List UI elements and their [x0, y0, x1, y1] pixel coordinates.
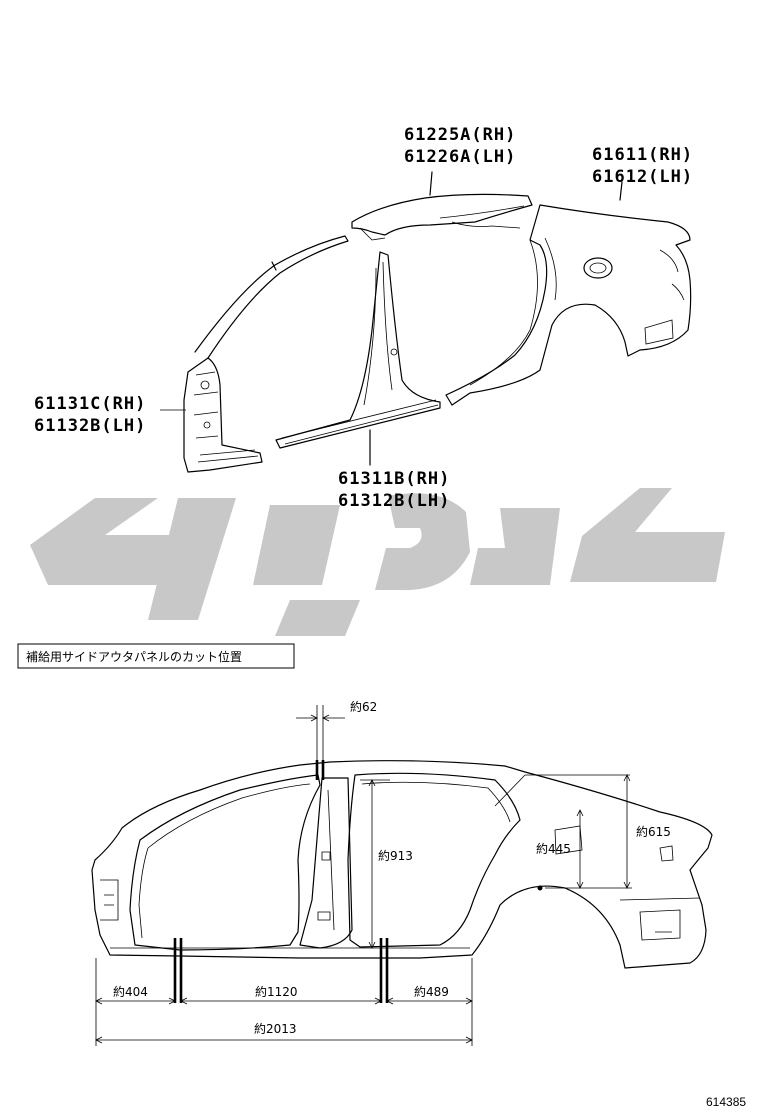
dim-front-length: 約404 — [113, 984, 148, 999]
dimensions: 約62 約913 約445 約615 約404 約1120 約489 — [95, 699, 671, 1046]
roof-side-rail-rh-label: 61225A(RH) — [404, 125, 516, 145]
cut-position-note: 補給用サイドアウタパネルのカット位置 — [17, 643, 295, 669]
dim-total-length: 約2013 — [254, 1021, 297, 1036]
lower-side-view: 約62 約913 約445 約615 約404 約1120 約489 — [91, 699, 713, 1046]
center-pillar-rh-label: 61311B(RH) — [338, 469, 450, 489]
quarter-panel-rh-label: 61611(RH) — [592, 145, 693, 165]
reference-point — [537, 885, 543, 891]
center-pillar-side — [299, 777, 353, 949]
side-panel-outline — [91, 760, 713, 969]
rear-door-opening — [347, 772, 521, 948]
upper-exploded-diagram: 61225A(RH) 61226A(LH) 61611(RH) 61612(LH… — [34, 125, 693, 511]
center-pillar-part — [275, 251, 441, 466]
quarter-panel-part — [445, 181, 692, 406]
watermark-logo — [30, 488, 725, 636]
cut-lines — [173, 760, 389, 1003]
roof-side-rail-lh-label: 61226A(LH) — [404, 147, 516, 167]
dim-pillar-height: 約913 — [378, 848, 413, 863]
note-text: 補給用サイドアウタパネルのカット位置 — [26, 649, 242, 664]
front-pillar-lh-label: 61132B(LH) — [34, 416, 146, 436]
dim-top-cut-width: 約62 — [350, 699, 377, 714]
front-pillar-part — [183, 235, 349, 473]
quarter-panel-lh-label: 61612(LH) — [592, 167, 693, 187]
dim-middle-length: 約1120 — [255, 984, 298, 999]
center-pillar-lh-label: 61312B(LH) — [338, 491, 450, 511]
front-door-opening — [129, 774, 321, 951]
dim-quarter-outer: 約615 — [636, 824, 671, 839]
dim-rear-length: 約489 — [414, 984, 449, 999]
front-pillar-rh-label: 61131C(RH) — [34, 394, 146, 414]
figure-number: 614385 — [706, 1095, 746, 1109]
dim-quarter-inner: 約445 — [536, 841, 571, 856]
roof-side-rail-part — [351, 171, 533, 241]
